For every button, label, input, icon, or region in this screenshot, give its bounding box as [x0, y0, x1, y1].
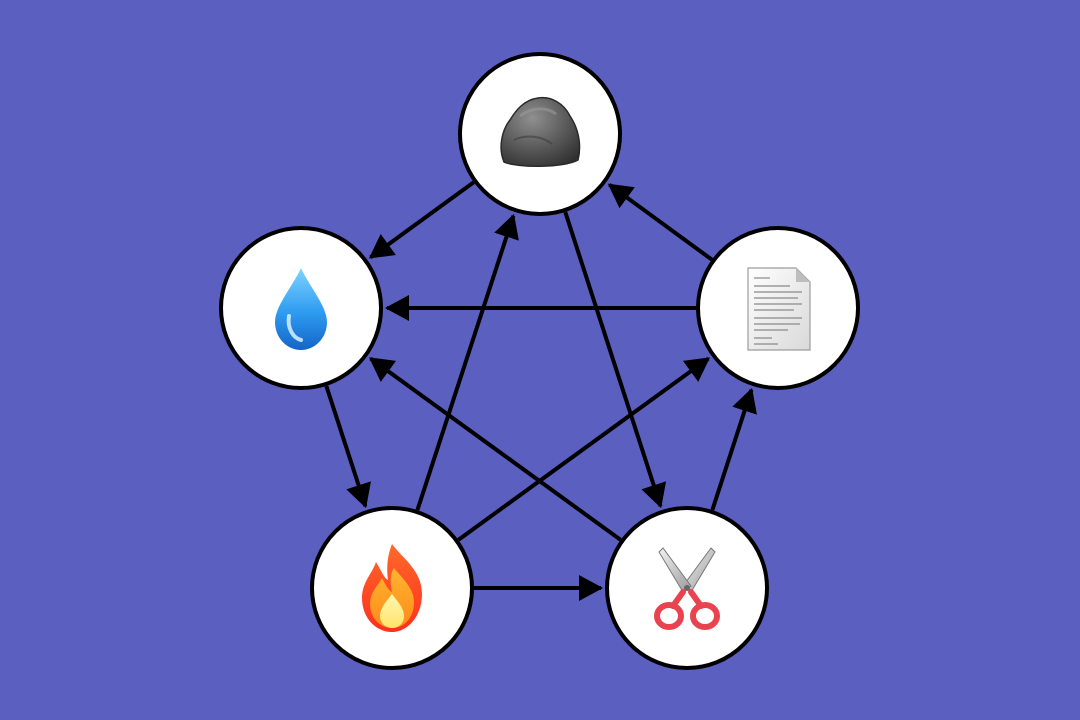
rock-icon	[500, 96, 581, 168]
arrow-rock-to-scissors	[563, 211, 667, 509]
arrow-scissors-to-paper	[710, 387, 757, 511]
scissors-icon	[654, 547, 720, 630]
arrow-paper-to-rock	[607, 183, 713, 262]
arrow-fire-to-rock	[415, 213, 519, 511]
arrow-scissors-to-water	[368, 356, 622, 542]
arrow-rock-to-water	[368, 180, 475, 259]
node-scissors	[605, 506, 769, 670]
nodes-layer	[219, 52, 860, 670]
arrow-water-to-fire	[324, 385, 371, 509]
edges-layer	[324, 180, 757, 601]
water-drop-icon	[275, 268, 327, 350]
node-water	[219, 226, 383, 390]
node-rock	[458, 52, 622, 216]
paper-document-icon	[747, 267, 811, 351]
node-paper	[696, 226, 860, 390]
arrow-fire-to-paper	[457, 356, 711, 542]
node-fire	[310, 506, 474, 670]
fire-icon	[362, 544, 422, 632]
